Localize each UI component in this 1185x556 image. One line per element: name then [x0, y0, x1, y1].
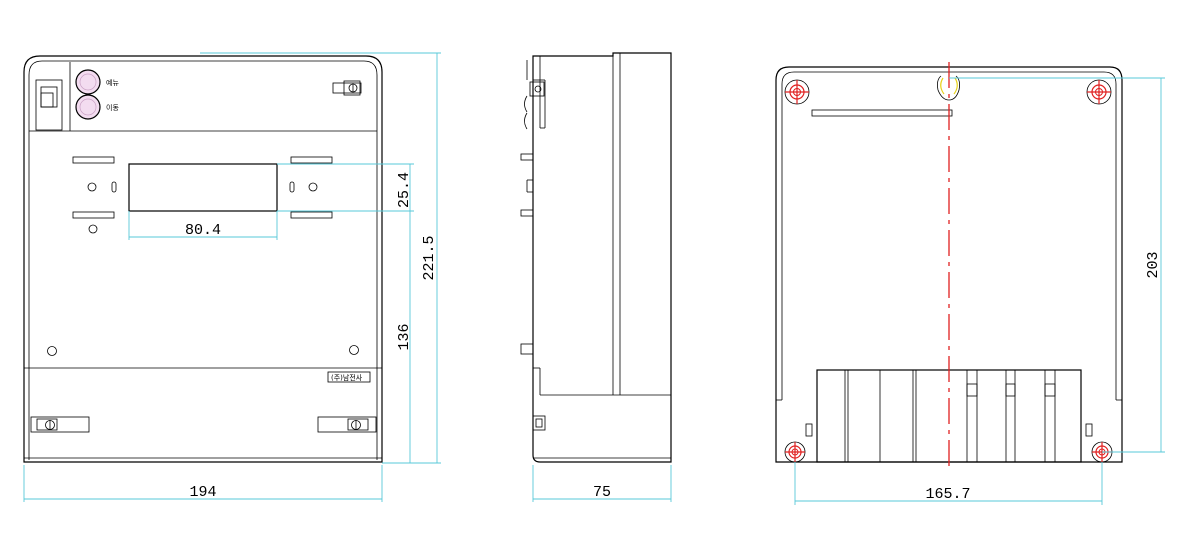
dim-total-height: 221.5	[421, 235, 438, 280]
nameplate-text: (주)남전사	[331, 373, 363, 382]
dim-hole-vertical: 203	[1145, 251, 1162, 278]
side-view	[520, 52, 672, 463]
menu-button	[75, 69, 101, 95]
back-dimensions: 203 165.7	[794, 77, 1165, 505]
dim-total-width: 194	[189, 484, 216, 501]
front-dimensions: 25.4 80.4 221.5 136 194	[23, 52, 441, 502]
display-window	[128, 163, 278, 212]
dim-display-width: 80.4	[185, 222, 221, 239]
button-label-move: 이동	[106, 103, 119, 112]
back-view	[775, 62, 1123, 472]
button-label-menu: 예뉴	[106, 78, 119, 87]
dim-hole-horizontal: 165.7	[925, 486, 970, 503]
front-view: 예뉴 이동 (주)남전사	[23, 55, 383, 463]
move-button	[75, 94, 101, 120]
side-dimensions: 75	[532, 465, 672, 502]
dim-mount-height: 136	[396, 323, 413, 350]
dim-depth: 75	[593, 484, 611, 501]
dim-display-height: 25.4	[396, 172, 413, 208]
